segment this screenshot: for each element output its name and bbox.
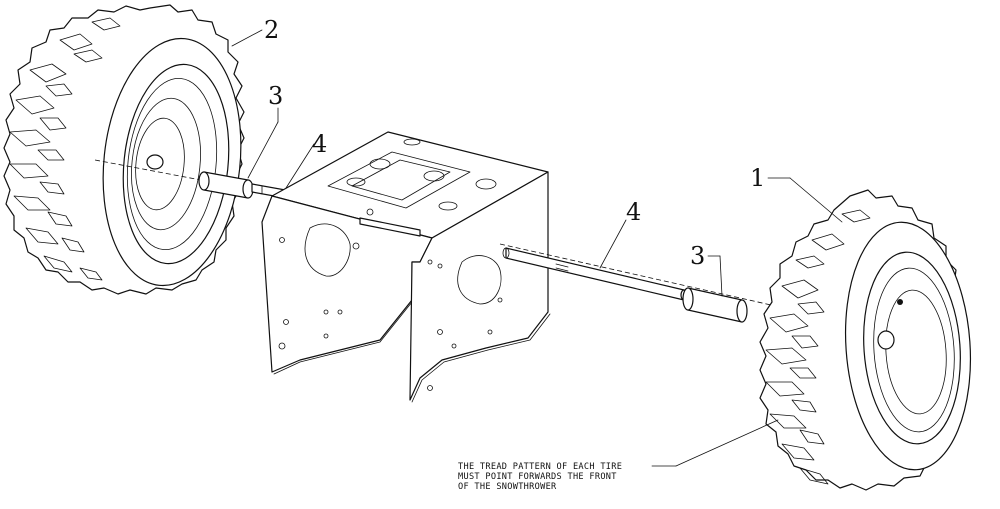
tread-direction-note: THE TREAD PATTERN OF EACH TIRE MUST POIN… [458, 462, 622, 492]
callouts: 2 3 4 1 4 3 [231, 16, 843, 467]
note-line-3: OF THE SNOWTHROWER [458, 482, 557, 492]
callout-3-right: 3 [690, 242, 705, 270]
right-tire [759, 189, 972, 491]
frame-bracket [261, 131, 551, 403]
note-line-1: THE TREAD PATTERN OF EACH TIRE [458, 462, 622, 472]
callout-1: 1 [750, 164, 765, 192]
callout-4-left: 4 [312, 130, 327, 158]
left-tire [3, 4, 245, 295]
right-axle-assembly [499, 243, 901, 335]
note-line-2: MUST POINT FORWARDS THE FRONT [458, 472, 617, 482]
callout-4-right: 4 [626, 198, 641, 226]
callout-2: 2 [264, 16, 279, 44]
callout-3-left: 3 [268, 82, 283, 110]
